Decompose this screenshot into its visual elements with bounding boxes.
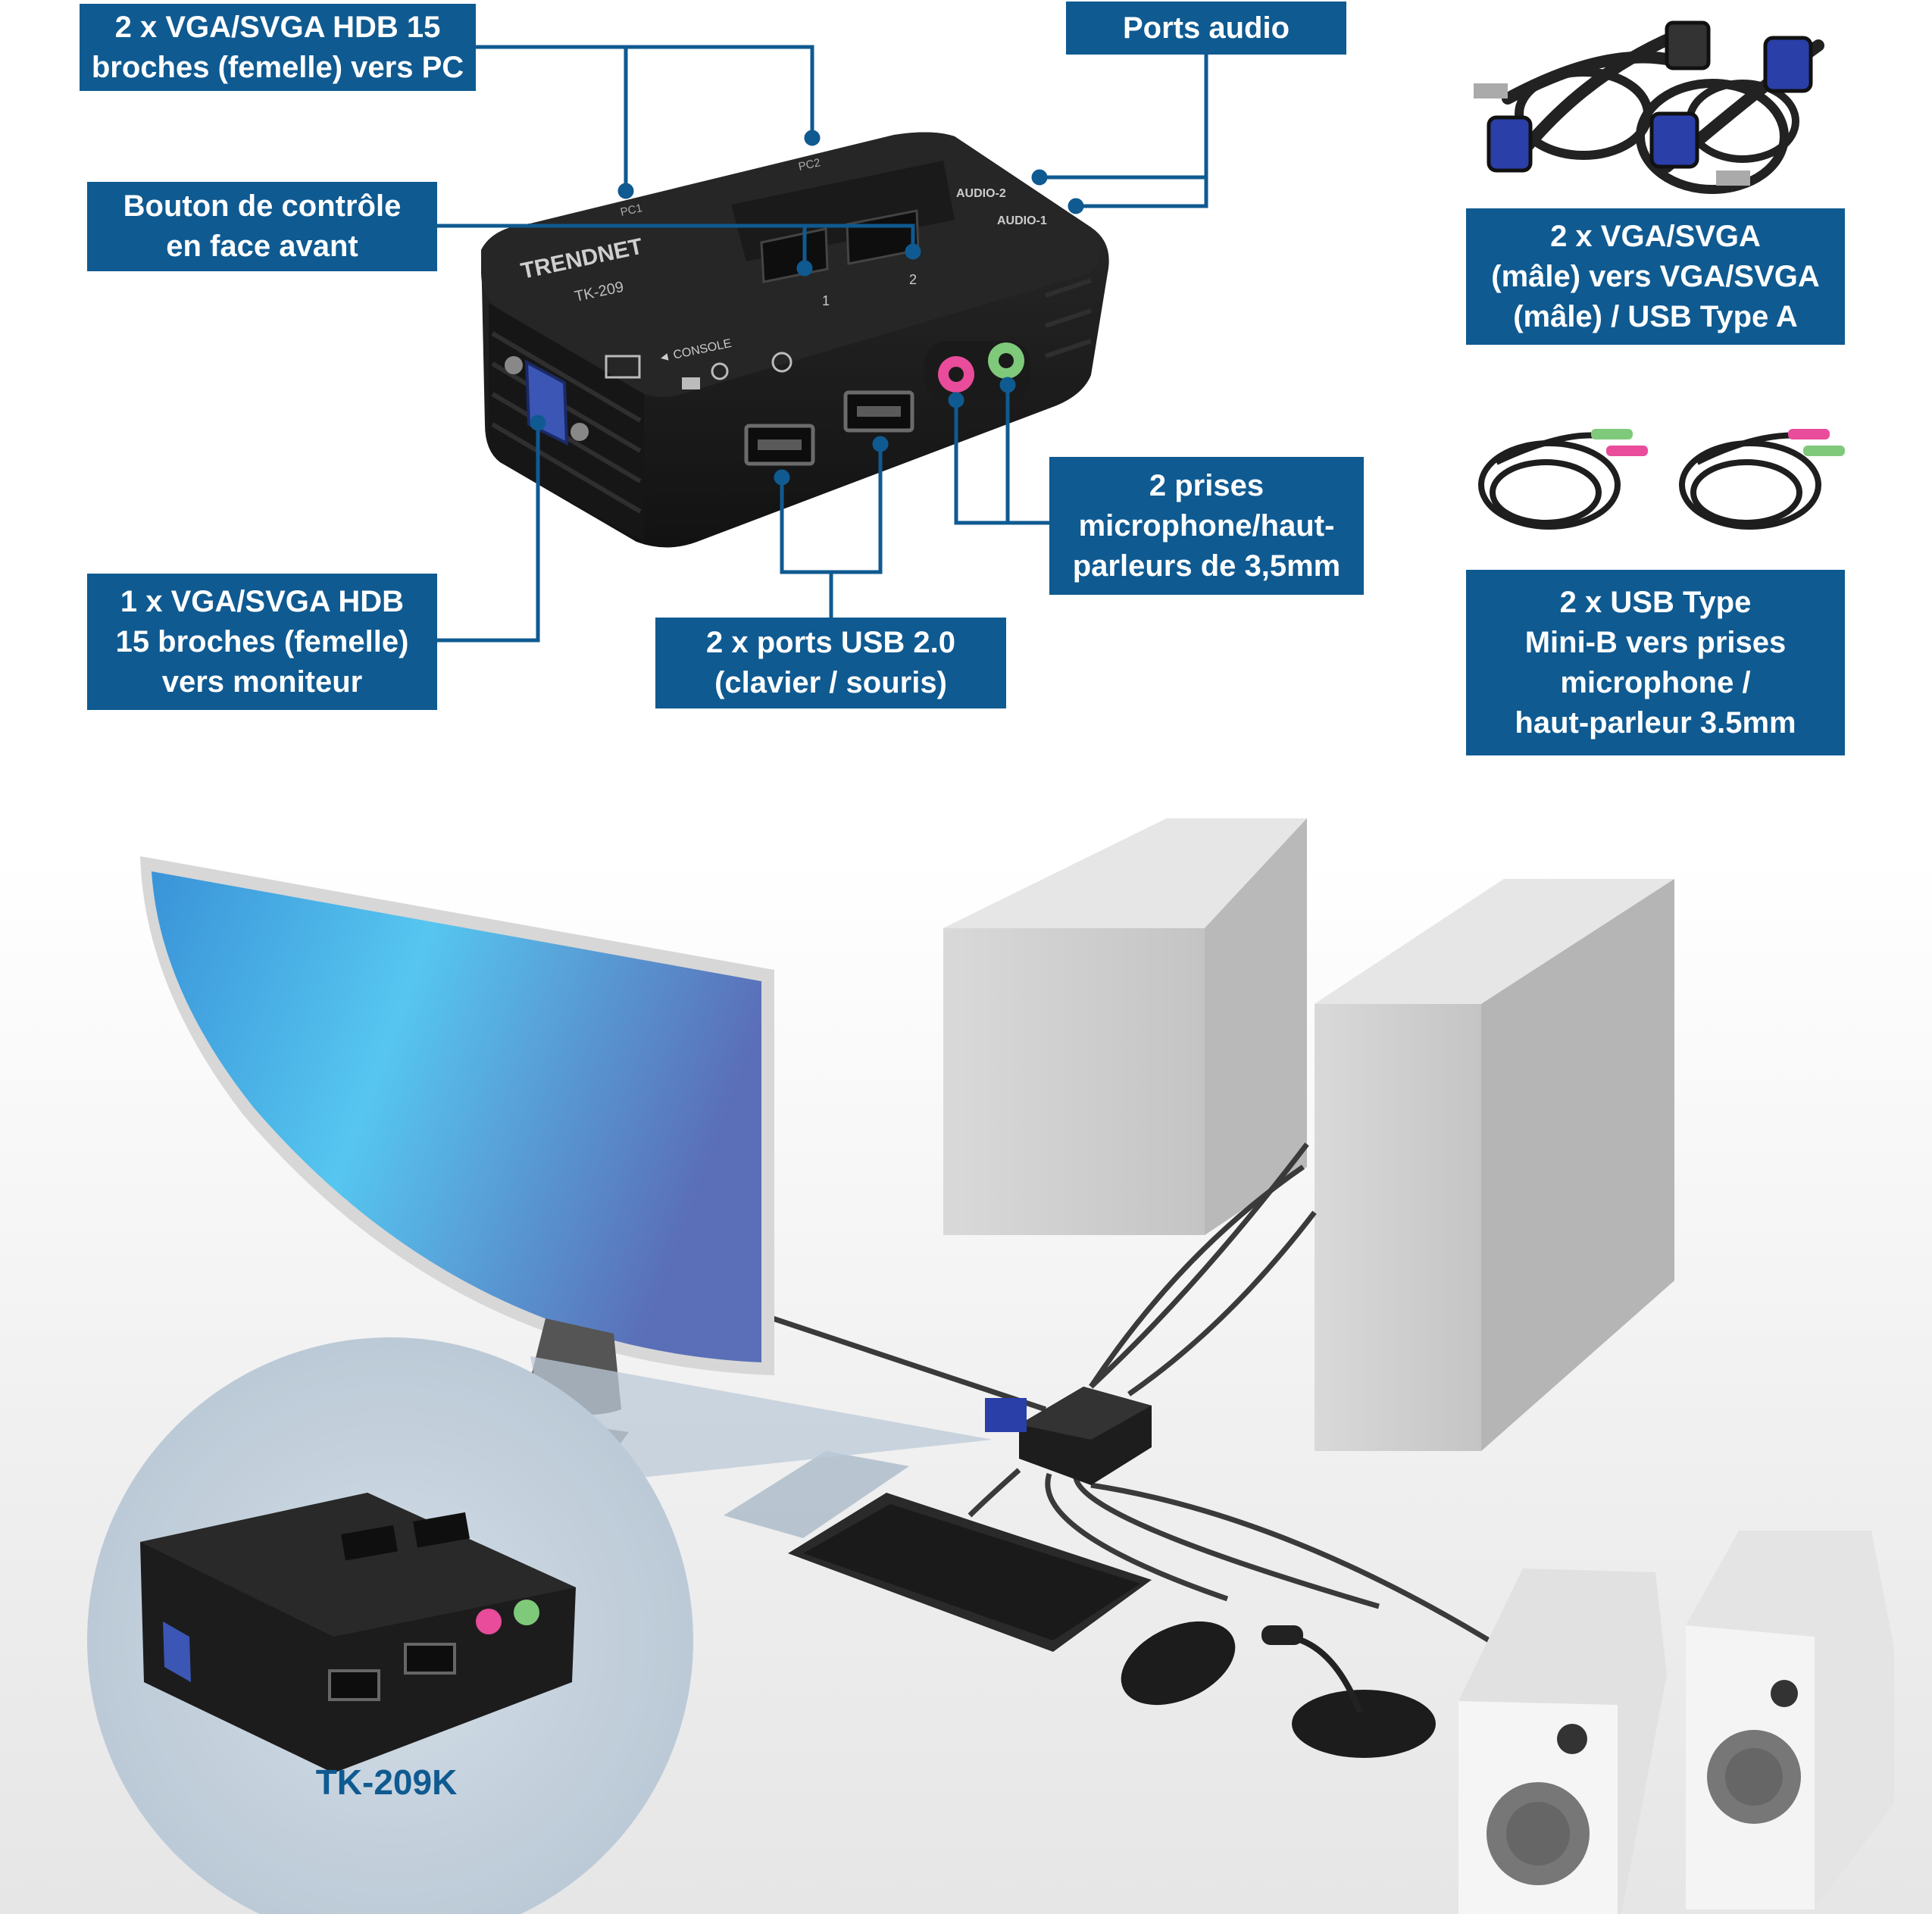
callout-usb-ports: 2 x ports USB 2.0 (clavier / souris) [655,618,1006,708]
device-label-audio2: AUDIO-2 [956,187,1006,200]
pc-tower-left [943,818,1307,1235]
device-button2-number: 2 [909,272,917,287]
callout-vga-monitor: 1 x VGA/SVGA HDB 15 broches (femelle) ve… [87,574,437,710]
product-name: TK-209K [315,1762,458,1802]
mouse [1121,1621,1236,1706]
device-label-audio1: AUDIO-1 [997,214,1047,227]
callout-audio-jacks: 2 prises microphone/haut- parleurs de 3,… [1049,457,1364,595]
audio-cables-photo [1478,432,1821,530]
device-label-pc1: PC1 [619,202,643,219]
audio-plug-icons [1591,429,1845,456]
device-label-pc2: PC2 [797,156,821,174]
pc-tower-right [1315,879,1674,1451]
callout-front-button: Bouton de contrôle en face avant [87,182,437,271]
leader-lines [437,45,1208,643]
device-button1-number: 1 [822,293,830,308]
accessory-audio-cables-label: 2 x USB Type Mini-B vers prises micropho… [1466,570,1845,755]
vga-connector-icons [1474,20,1813,186]
callout-vga-pc: 2 x VGA/SVGA HDB 15 broches (femelle) ve… [80,4,476,91]
keyboard [724,1451,1152,1652]
zoom-inset [87,1337,993,1914]
accessory-vga-cables-label: 2 x VGA/SVGA (mâle) vers VGA/SVGA (mâle)… [1466,208,1845,345]
speakers [1458,1531,1894,1914]
kvm-switch-device: TRENDNET TK-209 PC1 PC2 AUDIO-2 AUDIO-1 … [481,132,1109,548]
callout-audio-ports: Ports audio [1066,2,1346,55]
microphone [1261,1625,1436,1758]
kvm-switch-in-scene [985,1387,1152,1485]
scene-cables [771,1142,1509,1654]
